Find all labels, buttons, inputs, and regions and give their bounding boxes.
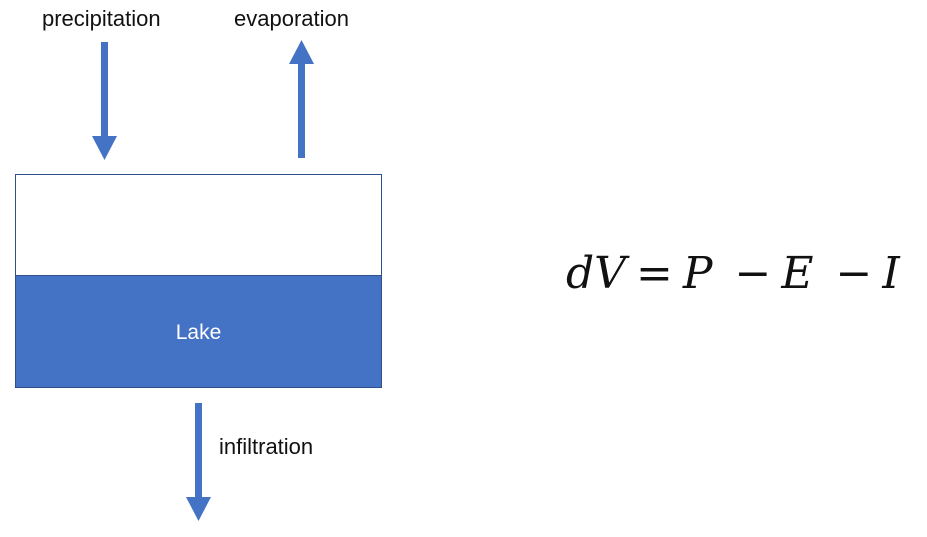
equation-term-evaporation: E — [781, 248, 814, 299]
equation-minus-2: − — [835, 248, 873, 299]
equation-equals: = — [635, 248, 673, 299]
equation-term-infiltration: I — [882, 248, 900, 299]
infiltration-arrow-down-icon — [186, 403, 211, 521]
evaporation-arrow-up-icon — [289, 40, 314, 158]
lake-label: Lake — [175, 321, 222, 344]
lake-reservoir: Lake — [15, 174, 382, 388]
equation-term-precipitation: P — [682, 248, 713, 299]
lake-water: Lake — [16, 275, 381, 387]
water-balance-equation: dV=P−E−I — [566, 252, 900, 296]
infiltration-label: infiltration — [219, 434, 314, 459]
precipitation-arrow-down-icon — [92, 42, 117, 160]
precipitation-label: precipitation — [42, 6, 161, 31]
equation-minus-1: − — [734, 248, 772, 299]
equation-lhs: dV — [566, 248, 626, 299]
evaporation-label: evaporation — [234, 6, 349, 31]
